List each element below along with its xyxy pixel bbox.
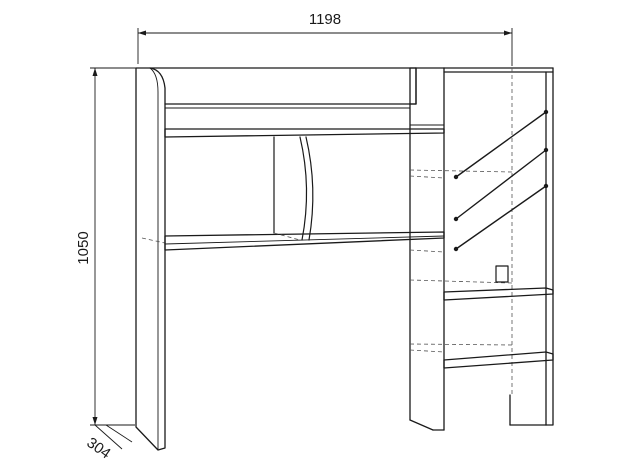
height-arrow-bottom [92, 417, 98, 425]
hidden-shelf-line-3 [409, 249, 445, 253]
hidden-shelf-line-5 [409, 343, 513, 346]
central-panel-foot [409, 419, 434, 431]
depth-extension [105, 424, 133, 443]
hidden-shelf-line-6 [409, 349, 445, 353]
depth-dimension-line [94, 424, 123, 450]
rod-3-end-a [453, 246, 459, 252]
desk-top-outline [164, 231, 445, 251]
hidden-shelf-line-2 [409, 175, 445, 179]
hidden-shelf-line-4 [409, 279, 513, 284]
rod-3 [455, 185, 547, 250]
rod-2 [455, 149, 547, 220]
top-rail [149, 67, 417, 109]
rod-3-end-b [543, 183, 549, 189]
shelf-bracket [495, 265, 509, 283]
left-side-panel [135, 67, 166, 451]
rod-2-end-b [543, 147, 549, 153]
right-shelf-upper [443, 287, 554, 301]
rod-2-end-a [453, 216, 459, 222]
upper-shelf-outline [164, 128, 445, 138]
central-panel-top [409, 67, 417, 105]
right-unit-outline [443, 71, 554, 426]
desk-top [164, 231, 445, 251]
divider-front-curve [299, 136, 308, 241]
rod-1 [455, 111, 547, 178]
rod-1-end-b [543, 109, 549, 115]
middle-divider [273, 136, 314, 241]
width-arrow-right [504, 30, 512, 36]
hanger-rods [453, 109, 549, 252]
left-panel-hidden-shelf [141, 237, 166, 244]
central-panel [409, 67, 445, 431]
width-dimension: 1198 [137, 11, 513, 66]
depth-dimension: 304 [83, 424, 133, 462]
desk-top-hidden-joint [273, 232, 301, 241]
right-shelf-unit [409, 67, 554, 426]
height-arrow-top [92, 68, 98, 76]
left-panel-outline [135, 67, 166, 451]
width-label: 1198 [309, 11, 341, 28]
hidden-shelf-line-1 [409, 169, 513, 173]
height-label: 1050 [75, 231, 92, 264]
width-arrow-left [138, 30, 146, 36]
right-shelf-lower [443, 351, 554, 369]
desk-top-front-edge [164, 235, 445, 245]
depth-label: 304 [83, 434, 113, 462]
rod-1-end-a [453, 174, 459, 180]
upper-shelf [164, 124, 445, 138]
height-dimension: 1050 [75, 67, 136, 426]
left-panel-edge [149, 67, 159, 450]
divider-front-curve-inner [305, 136, 314, 241]
